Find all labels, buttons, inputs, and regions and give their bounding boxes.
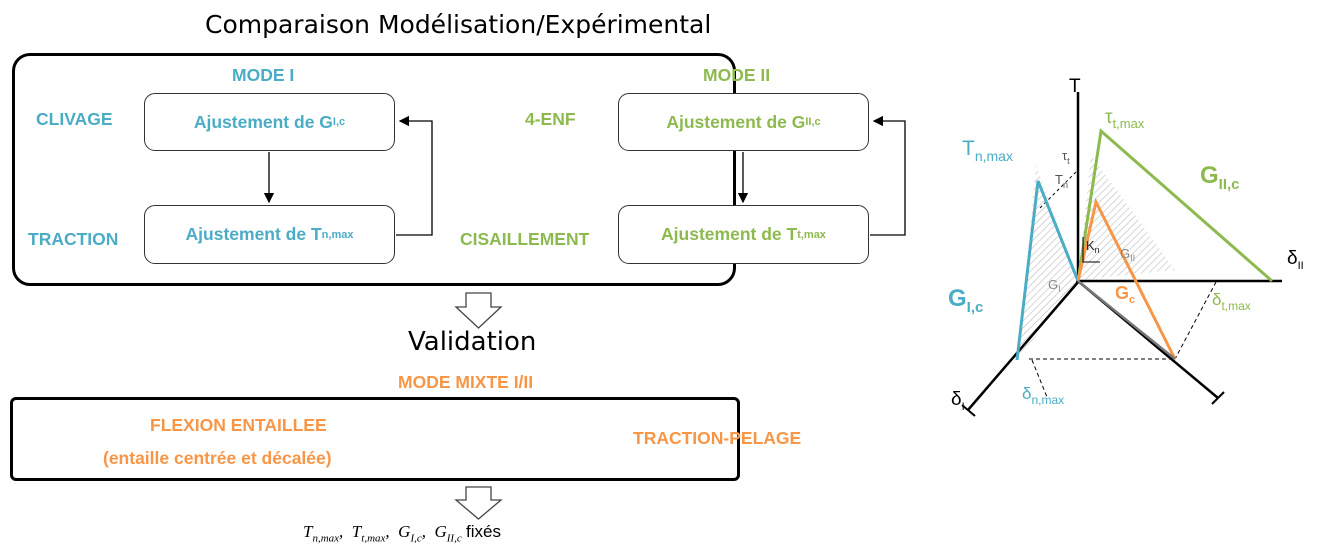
adjust-Ttmax-label: Ajustement de T — [661, 224, 798, 244]
mode1-law — [1015, 180, 1080, 361]
mode1-test-clivage: CLIVAGE — [36, 109, 113, 129]
mixed-test-pelage: TRACTION-PELAGE — [633, 428, 802, 448]
validation-hollow-arrow — [454, 292, 503, 329]
adjust-GIIc-sub: II,c — [805, 116, 821, 128]
mode2-test-cisaillement: CISAILLEMENT — [460, 229, 590, 249]
adjust-Ttmax-sub: t,max — [797, 228, 826, 241]
label-Tn: Tn — [1055, 172, 1068, 190]
adjust-GIc-label: Ajustement de G — [193, 111, 333, 132]
mode1-feedback-arrow — [396, 115, 433, 236]
label-GII: GII — [1120, 246, 1135, 263]
mode2-feedback-arrow — [870, 115, 906, 236]
label-delta-n-max: δn,max — [1022, 384, 1064, 407]
mixed-test-flexion-detail: (entaille centrée et décalée) — [103, 448, 332, 468]
label-delta-t-max: δt,max — [1212, 290, 1251, 313]
result-Tnmax: Tn,max, — [303, 522, 344, 545]
mixed-law — [1076, 197, 1177, 360]
mode2-law — [1076, 128, 1273, 283]
label-Tn-max: Tn,max — [962, 137, 1013, 164]
adjust-Tnmax-label: Ajustement de T — [185, 224, 322, 244]
mode2-heading: MODE II — [703, 65, 771, 85]
label-tau-t: τt — [1062, 148, 1070, 166]
mode1-test-traction: TRACTION — [28, 229, 119, 249]
label-delta-I: δI — [951, 389, 965, 413]
label-delta-II: δII — [1287, 248, 1304, 272]
result-GIc: GI,c, — [398, 522, 426, 545]
label-Kn: Kn — [1086, 238, 1100, 255]
result-GIIc: GII,c — [434, 522, 462, 545]
calibration-panel — [12, 53, 736, 286]
mixed-test-flexion: FLEXION ENTAILLEE — [150, 415, 327, 435]
label-GII-c: GII,c — [1200, 162, 1240, 193]
label-T: T — [1069, 76, 1081, 97]
adjust-GIc-sub: I,c — [332, 116, 346, 128]
label-Gc: Gc — [1115, 283, 1135, 306]
fixed-parameters: Tn,max, Tt,max, GI,c, GII,c fixés — [303, 522, 501, 544]
GII-area — [1078, 155, 1175, 280]
result-hollow-arrow — [454, 486, 503, 520]
mixed-mode-panel — [10, 397, 740, 481]
mode2-test-4enf: 4-ENF — [525, 109, 576, 129]
mixed-mode-cohesive-law — [961, 92, 1282, 417]
result-suffix: fixés — [465, 522, 501, 541]
mode1-heading: MODE I — [232, 65, 295, 85]
adjust-GIIc-label: Ajustement de G — [666, 111, 806, 132]
validation-label: Validation — [408, 327, 537, 357]
result-Ttmax: Tt,max, — [351, 522, 390, 545]
axis-delta-I — [967, 280, 1080, 411]
label-tau-t-max: τt,max — [1105, 107, 1145, 131]
label-GI: GI — [1048, 277, 1061, 294]
mixed-mode-heading: MODE MIXTE I/II — [398, 372, 534, 392]
label-GI-c: GI,c — [948, 285, 983, 316]
page-title: Comparaison Modélisation/Expérimental — [205, 10, 712, 39]
adjust-Tnmax-sub: n,max — [321, 228, 354, 241]
